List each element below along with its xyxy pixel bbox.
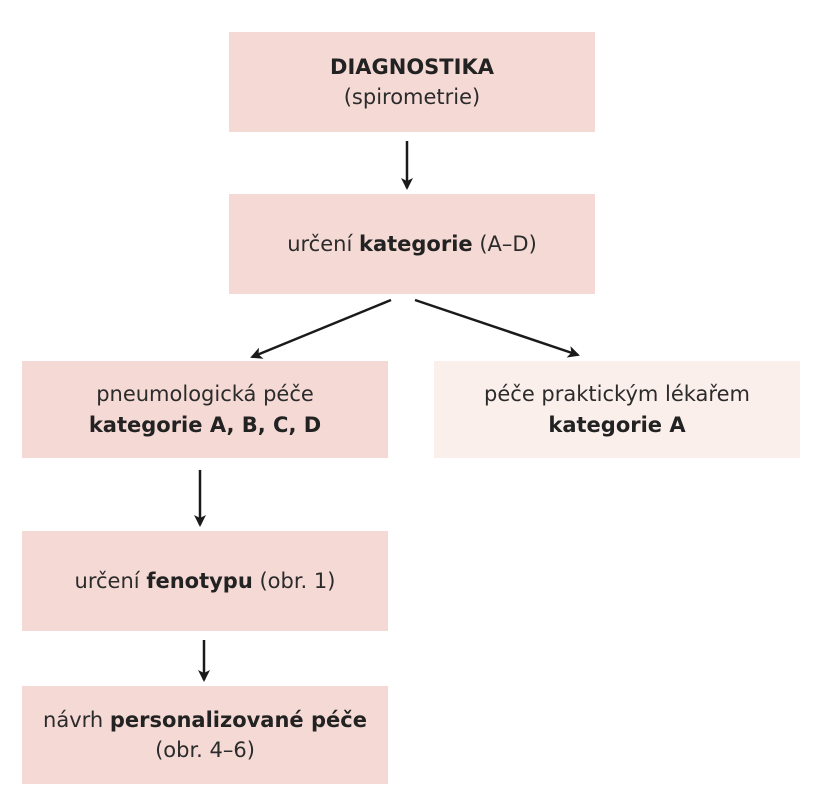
node-navrh-line1: návrh personalizované péče bbox=[43, 705, 367, 735]
node-pneumologicka-line1: pneumologická péče bbox=[96, 382, 314, 407]
arrow-kategorie-to-prakticka bbox=[414, 298, 580, 358]
node-diagnostika-subtitle: (spirometrie) bbox=[343, 85, 481, 109]
node-pneumologicka-line2: kategorie A, B, C, D bbox=[88, 412, 322, 437]
node-kategorie-pre: určení bbox=[287, 231, 359, 256]
node-navrh-pre: návrh bbox=[43, 707, 110, 732]
node-fenotyp-bold: fenotypu bbox=[146, 568, 253, 593]
arrow-kategorie-to-pneumologicka bbox=[250, 298, 392, 359]
node-prakticka-line1: péče praktickým lékařem bbox=[484, 382, 750, 407]
node-kategorie-bold: kategorie bbox=[358, 231, 473, 256]
node-fenotyp: určení fenotypu (obr. 1) bbox=[22, 531, 388, 631]
node-kategorie-text: určení kategorie (A–D) bbox=[287, 229, 537, 259]
node-navrh-line2: (obr. 4–6) bbox=[155, 738, 255, 762]
node-prakticka: péče praktickým lékařem kategorie A bbox=[434, 361, 800, 458]
node-pneumologicka: pneumologická péče kategorie A, B, C, D bbox=[22, 361, 388, 458]
node-fenotyp-post: (obr. 1) bbox=[252, 568, 336, 593]
node-kategorie-post: (A–D) bbox=[472, 231, 537, 256]
node-kategorie: určení kategorie (A–D) bbox=[229, 194, 595, 294]
node-prakticka-line2: kategorie A bbox=[548, 412, 686, 437]
node-navrh: návrh personalizované péče (obr. 4–6) bbox=[22, 686, 388, 784]
node-diagnostika: DIAGNOSTIKA (spirometrie) bbox=[229, 32, 595, 132]
node-fenotyp-pre: určení bbox=[74, 568, 147, 593]
node-diagnostika-title: DIAGNOSTIKA bbox=[330, 54, 494, 79]
node-navrh-bold: personalizované péče bbox=[109, 707, 367, 732]
node-fenotyp-text: určení fenotypu (obr. 1) bbox=[75, 566, 336, 596]
